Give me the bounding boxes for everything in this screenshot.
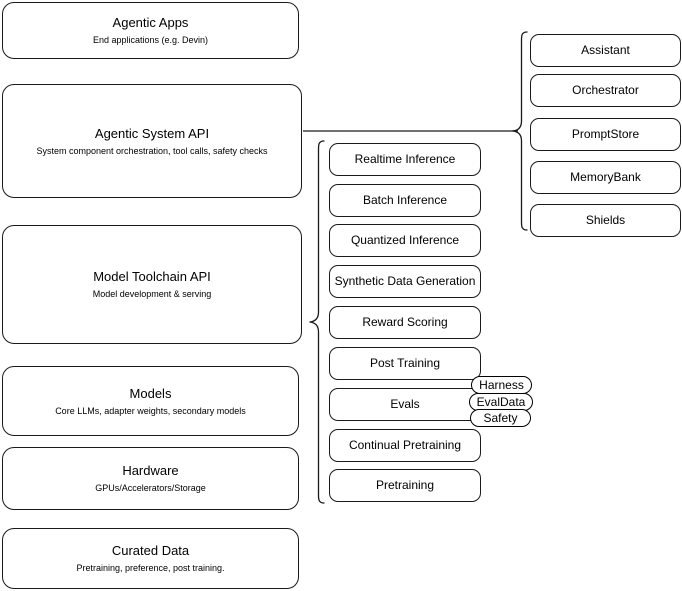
layer-subtitle: Pretraining, preference, post training.: [76, 563, 225, 573]
layer-title: Agentic Apps: [112, 15, 189, 30]
eval-subcomponent-harness[interactable]: Harness: [471, 376, 532, 394]
layer-curated-data[interactable]: Curated Data Pretraining, preference, po…: [2, 528, 299, 589]
eval-subcomponent-label: Harness: [479, 378, 524, 392]
capability-label: Evals: [390, 397, 420, 411]
layer-title: Hardware: [122, 463, 179, 478]
layer-title: Curated Data: [111, 543, 190, 558]
capability-post-training[interactable]: Post Training: [329, 347, 481, 380]
layer-title: Agentic System API: [94, 125, 210, 141]
layer-model-toolchain-api[interactable]: Model Toolchain API Model development & …: [2, 225, 302, 344]
layer-subtitle: Model development & serving: [92, 289, 212, 299]
system-component-memorybank[interactable]: MemoryBank: [530, 161, 681, 194]
layer-agentic-apps[interactable]: Agentic Apps End applications (e.g. Devi…: [2, 2, 299, 59]
layer-models[interactable]: Models Core LLMs, adapter weights, secon…: [2, 366, 299, 436]
capability-quantized-inference[interactable]: Quantized Inference: [329, 224, 481, 257]
capability-label: Post Training: [369, 356, 441, 370]
eval-subcomponent-label: Safety: [483, 411, 518, 425]
layer-subtitle: System component orchestration, tool cal…: [36, 145, 268, 156]
system-component-promptstore[interactable]: PromptStore: [530, 118, 681, 151]
system-component-assistant[interactable]: Assistant: [530, 34, 681, 67]
system-components-brace-icon: [512, 31, 528, 231]
capability-continual-pretraining[interactable]: Continual Pretraining: [329, 429, 481, 462]
system-component-orchestrator[interactable]: Orchestrator: [530, 74, 681, 107]
capability-pretraining[interactable]: Pretraining: [329, 469, 481, 502]
layer-hardware[interactable]: Hardware GPUs/Accelerators/Storage: [2, 447, 299, 510]
capability-label: Pretraining: [375, 478, 435, 492]
toolchain-brace-icon: [309, 140, 325, 504]
system-component-label: Assistant: [581, 43, 630, 57]
layer-title: Model Toolchain API: [93, 269, 211, 284]
layer-title: Models: [129, 385, 172, 401]
eval-subcomponent-safety[interactable]: Safety: [470, 409, 531, 427]
capability-label: Reward Scoring: [362, 315, 448, 329]
layer-subtitle: GPUs/Accelerators/Storage: [95, 483, 206, 493]
system-component-label: MemoryBank: [570, 170, 641, 184]
capability-batch-inference[interactable]: Batch Inference: [329, 184, 481, 217]
capability-evals[interactable]: Evals: [329, 388, 481, 421]
capability-label: Batch Inference: [362, 193, 448, 207]
eval-subcomponent-label: EvalData: [476, 395, 526, 409]
capability-label: Continual Pretraining: [348, 438, 462, 452]
system-component-label: Orchestrator: [572, 83, 639, 97]
capability-realtime-inference[interactable]: Realtime Inference: [329, 143, 481, 176]
capability-label: Quantized Inference: [350, 233, 460, 247]
layer-agentic-system-api[interactable]: Agentic System API System component orch…: [2, 84, 302, 198]
system-component-shields[interactable]: Shields: [530, 204, 681, 237]
capability-label: Synthetic Data Generation: [334, 274, 476, 288]
layer-subtitle: Core LLMs, adapter weights, secondary mo…: [55, 405, 246, 416]
capability-label: Realtime Inference: [354, 152, 456, 166]
system-component-label: Shields: [585, 213, 626, 227]
capability-reward-scoring[interactable]: Reward Scoring: [329, 306, 481, 339]
capability-synthetic-data-generation[interactable]: Synthetic Data Generation: [329, 265, 481, 298]
layer-subtitle: End applications (e.g. Devin): [92, 35, 209, 45]
system-component-label: PromptStore: [571, 127, 640, 141]
